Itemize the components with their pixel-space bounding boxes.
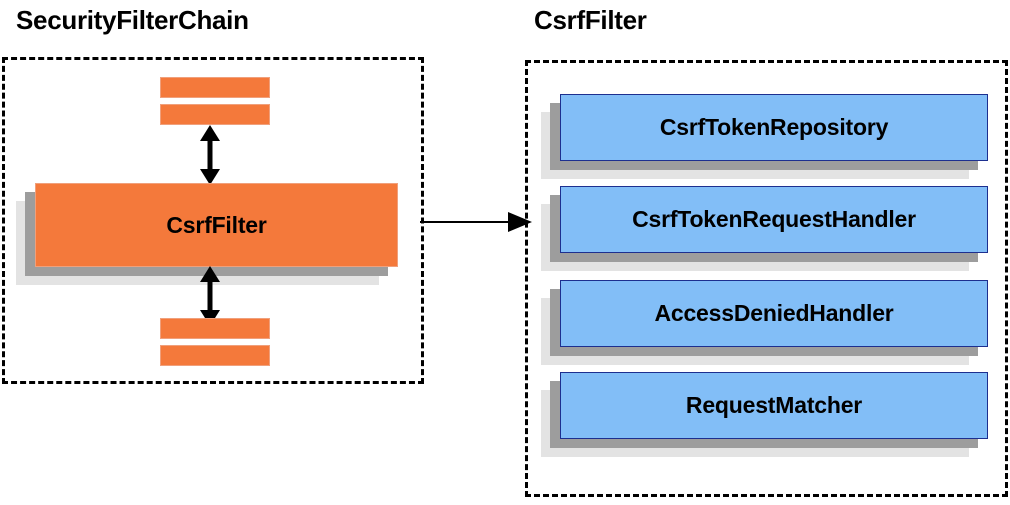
collaborator-box-csrf-token-request-handler[interactable]: CsrfTokenRequestHandler (541, 186, 988, 271)
collaborator-label: CsrfTokenRepository (659, 114, 889, 140)
security-filter-chain-panel (2, 57, 424, 384)
collaborator-box-csrf-token-repository[interactable]: CsrfTokenRepository (541, 94, 988, 179)
filter-bar-above-1 (160, 77, 270, 98)
page-title-csrf-filter: CsrfFilter (534, 5, 647, 35)
csrf-filter-label: CsrfFilter (166, 211, 267, 238)
collaborator-box-access-denied-handler[interactable]: AccessDeniedHandler (541, 280, 988, 365)
collaborator-label: RequestMatcher (685, 392, 863, 418)
collaborator-face: CsrfTokenRequestHandler (560, 186, 988, 253)
collaborator-label: AccessDeniedHandler (654, 300, 894, 326)
page-title-security-filter-chain: SecurityFilterChain (16, 5, 249, 35)
double-arrow-below-icon (200, 266, 220, 326)
collaborator-face: CsrfTokenRepository (560, 94, 988, 161)
collaborator-box-request-matcher[interactable]: RequestMatcher (541, 372, 988, 457)
connector-arrow-icon (420, 212, 532, 232)
csrf-filter-face: CsrfFilter (35, 183, 398, 267)
collaborator-face: AccessDeniedHandler (560, 280, 988, 347)
filter-bar-below-2 (160, 345, 270, 366)
collaborator-face: RequestMatcher (560, 372, 988, 439)
filter-bar-below-1 (160, 318, 270, 339)
double-arrow-above-icon (200, 125, 220, 185)
filter-bar-above-2 (160, 104, 270, 125)
csrf-filter-panel (525, 60, 1008, 497)
csrf-filter-box[interactable]: CsrfFilter (16, 183, 398, 285)
collaborator-label: CsrfTokenRequestHandler (632, 206, 916, 232)
